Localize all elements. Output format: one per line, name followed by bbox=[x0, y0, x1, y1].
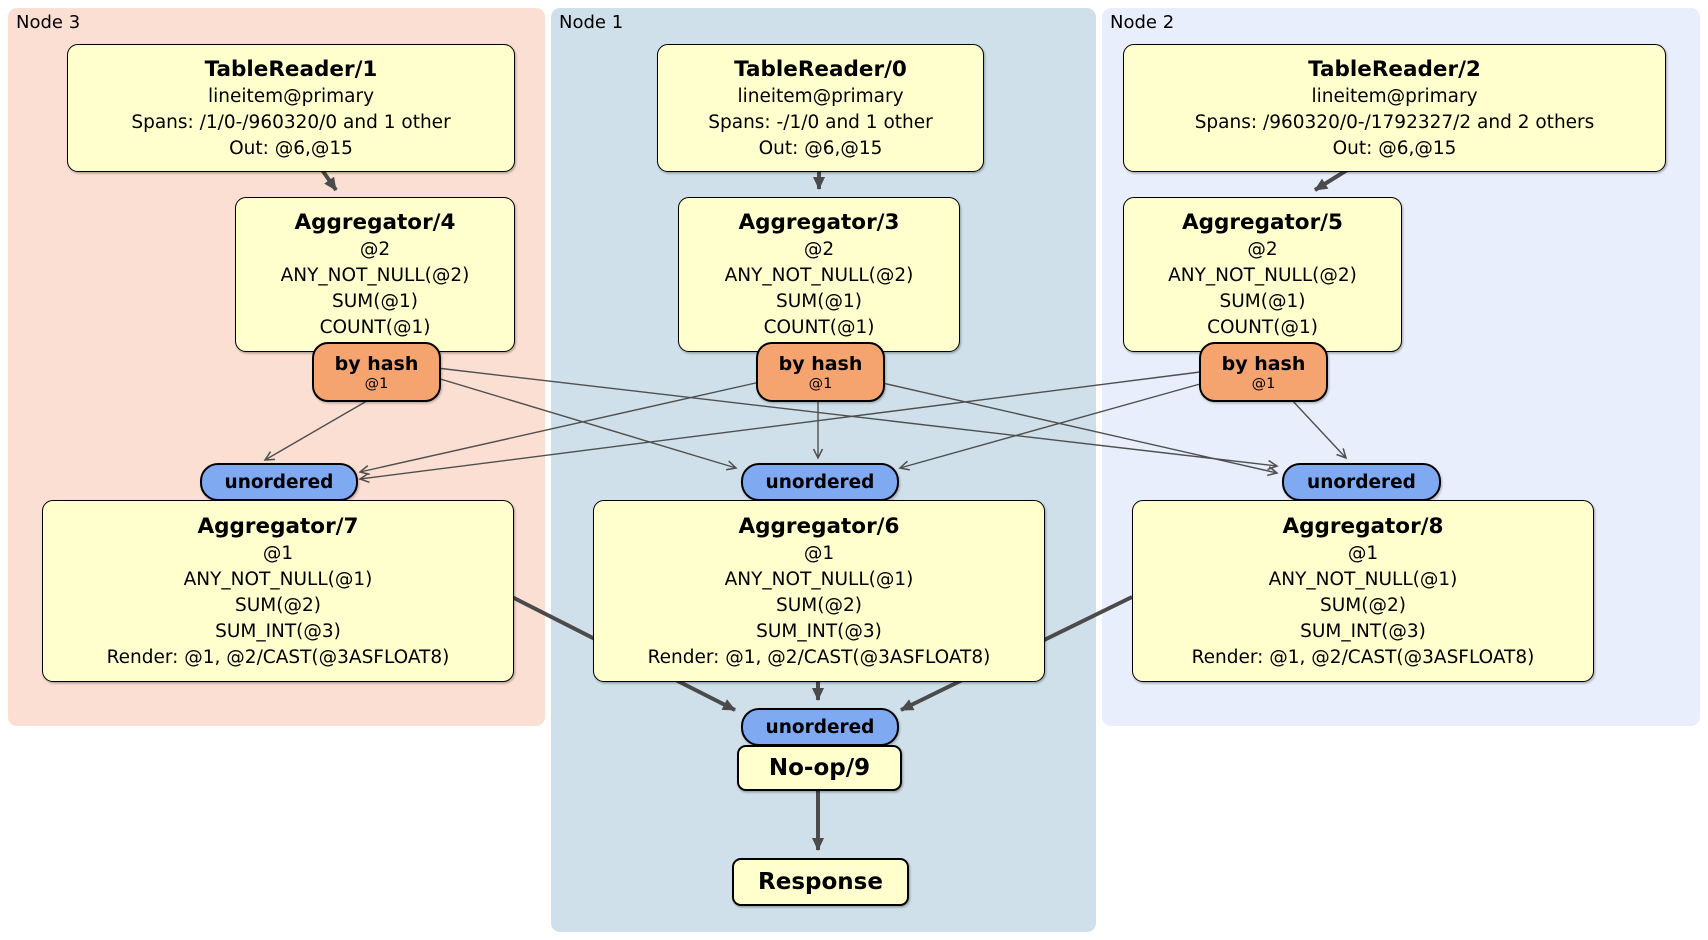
agg-group-cols: @2 bbox=[359, 239, 391, 260]
response-box: Response bbox=[732, 858, 909, 906]
sync-label: unordered bbox=[765, 471, 875, 493]
sync-label: unordered bbox=[224, 471, 334, 493]
agg-render: Render: @1, @2/CAST(@3ASFLOAT8) bbox=[106, 646, 450, 668]
processor-title: TableReader/1 bbox=[204, 56, 378, 82]
agg-fn: SUM_INT(@3) bbox=[1300, 620, 1426, 642]
agg-group-cols: @1 bbox=[262, 542, 294, 564]
router-label: by hash bbox=[778, 352, 863, 375]
region-label-node1: Node 1 bbox=[559, 12, 624, 33]
processor-title: Aggregator/4 bbox=[294, 210, 456, 235]
agg-render: Render: @1, @2/CAST(@3ASFLOAT8) bbox=[1191, 646, 1535, 668]
agg-group-cols: @1 bbox=[1347, 542, 1379, 564]
processor-title: Aggregator/3 bbox=[738, 210, 900, 235]
response-title: Response bbox=[758, 869, 883, 895]
agg-group-cols: @2 bbox=[803, 239, 835, 260]
processor-title: No-op/9 bbox=[768, 755, 871, 781]
processor-tablereader-1: TableReader/1 lineitem@primary Spans: /1… bbox=[67, 44, 515, 172]
region-label-node2: Node 2 bbox=[1110, 12, 1175, 33]
processor-index: lineitem@primary bbox=[737, 85, 904, 107]
processor-aggregator-8: Aggregator/8 @1 ANY_NOT_NULL(@1) SUM(@2)… bbox=[1132, 500, 1594, 682]
agg-fn: ANY_NOT_NULL(@1) bbox=[183, 568, 373, 590]
agg-fn: ANY_NOT_NULL(@1) bbox=[724, 568, 914, 590]
agg-fn: SUM(@2) bbox=[776, 594, 862, 616]
agg-fn: SUM(@2) bbox=[235, 594, 321, 616]
processor-title: Aggregator/6 bbox=[738, 513, 900, 539]
sync-label: unordered bbox=[765, 716, 875, 738]
router-label: by hash bbox=[1221, 352, 1306, 375]
router-by-hash-2: by hash @1 bbox=[756, 342, 885, 402]
processor-out: Out: @6,@15 bbox=[1332, 137, 1457, 159]
processor-out: Out: @6,@15 bbox=[758, 137, 883, 159]
processor-aggregator-5: Aggregator/5 @2 ANY_NOT_NULL(@2) SUM(@1)… bbox=[1123, 197, 1402, 352]
processor-title: TableReader/2 bbox=[1308, 56, 1481, 82]
processor-spans: Spans: -/1/0 and 1 other bbox=[708, 111, 933, 133]
sync-unordered-center: unordered bbox=[741, 463, 899, 501]
processor-out: Out: @6,@15 bbox=[229, 137, 353, 159]
processor-title: TableReader/0 bbox=[734, 56, 907, 82]
processor-aggregator-6: Aggregator/6 @1 ANY_NOT_NULL(@1) SUM(@2)… bbox=[593, 500, 1045, 682]
sync-unordered-final: unordered bbox=[741, 708, 899, 746]
agg-fn: COUNT(@1) bbox=[1207, 317, 1318, 338]
agg-fn: ANY_NOT_NULL(@2) bbox=[724, 265, 914, 286]
router-by-hash-1: by hash @1 bbox=[312, 342, 441, 402]
sync-unordered-left: unordered bbox=[200, 463, 358, 501]
agg-fn: SUM(@1) bbox=[776, 291, 862, 312]
processor-aggregator-4: Aggregator/4 @2 ANY_NOT_NULL(@2) SUM(@1)… bbox=[235, 197, 515, 352]
agg-render: Render: @1, @2/CAST(@3ASFLOAT8) bbox=[647, 646, 991, 668]
agg-group-cols: @2 bbox=[1247, 239, 1278, 260]
agg-fn: SUM_INT(@3) bbox=[756, 620, 882, 642]
router-stream-edges bbox=[263, 367, 1348, 484]
processor-tablereader-2: TableReader/2 lineitem@primary Spans: /9… bbox=[1123, 44, 1666, 172]
agg-fn: SUM(@2) bbox=[1320, 594, 1406, 616]
agg-fn: COUNT(@1) bbox=[763, 317, 875, 338]
agg-fn: SUM(@1) bbox=[332, 291, 418, 312]
processor-title: Aggregator/8 bbox=[1282, 513, 1444, 539]
processor-aggregator-3: Aggregator/3 @2 ANY_NOT_NULL(@2) SUM(@1)… bbox=[678, 197, 960, 352]
router-key: @1 bbox=[364, 375, 389, 392]
processor-aggregator-7: Aggregator/7 @1 ANY_NOT_NULL(@1) SUM(@2)… bbox=[42, 500, 514, 682]
processor-index: lineitem@primary bbox=[207, 85, 375, 107]
processor-index: lineitem@primary bbox=[1311, 85, 1478, 107]
processor-spans: Spans: /960320/0-/1792327/2 and 2 others bbox=[1194, 111, 1595, 133]
router-label: by hash bbox=[334, 352, 419, 375]
agg-fn: SUM(@1) bbox=[1219, 291, 1306, 312]
router-key: @1 bbox=[1251, 375, 1276, 392]
processor-spans: Spans: /1/0-/960320/0 and 1 other bbox=[131, 111, 451, 133]
agg-fn: SUM_INT(@3) bbox=[215, 620, 341, 642]
agg-fn: ANY_NOT_NULL(@2) bbox=[1168, 265, 1357, 286]
sync-unordered-right: unordered bbox=[1282, 463, 1441, 501]
region-label-node3: Node 3 bbox=[16, 12, 81, 33]
processor-tablereader-0: TableReader/0 lineitem@primary Spans: -/… bbox=[657, 44, 984, 172]
agg-fn: ANY_NOT_NULL(@1) bbox=[1268, 568, 1458, 590]
processor-noop-9: No-op/9 bbox=[737, 745, 902, 791]
sync-label: unordered bbox=[1307, 471, 1416, 493]
router-by-hash-3: by hash @1 bbox=[1199, 342, 1328, 402]
agg-fn: ANY_NOT_NULL(@2) bbox=[280, 265, 470, 286]
router-key: @1 bbox=[808, 375, 833, 392]
processor-title: Aggregator/5 bbox=[1182, 210, 1343, 235]
agg-fn: COUNT(@1) bbox=[319, 317, 431, 338]
processor-title: Aggregator/7 bbox=[197, 513, 359, 539]
agg-group-cols: @1 bbox=[803, 542, 835, 564]
